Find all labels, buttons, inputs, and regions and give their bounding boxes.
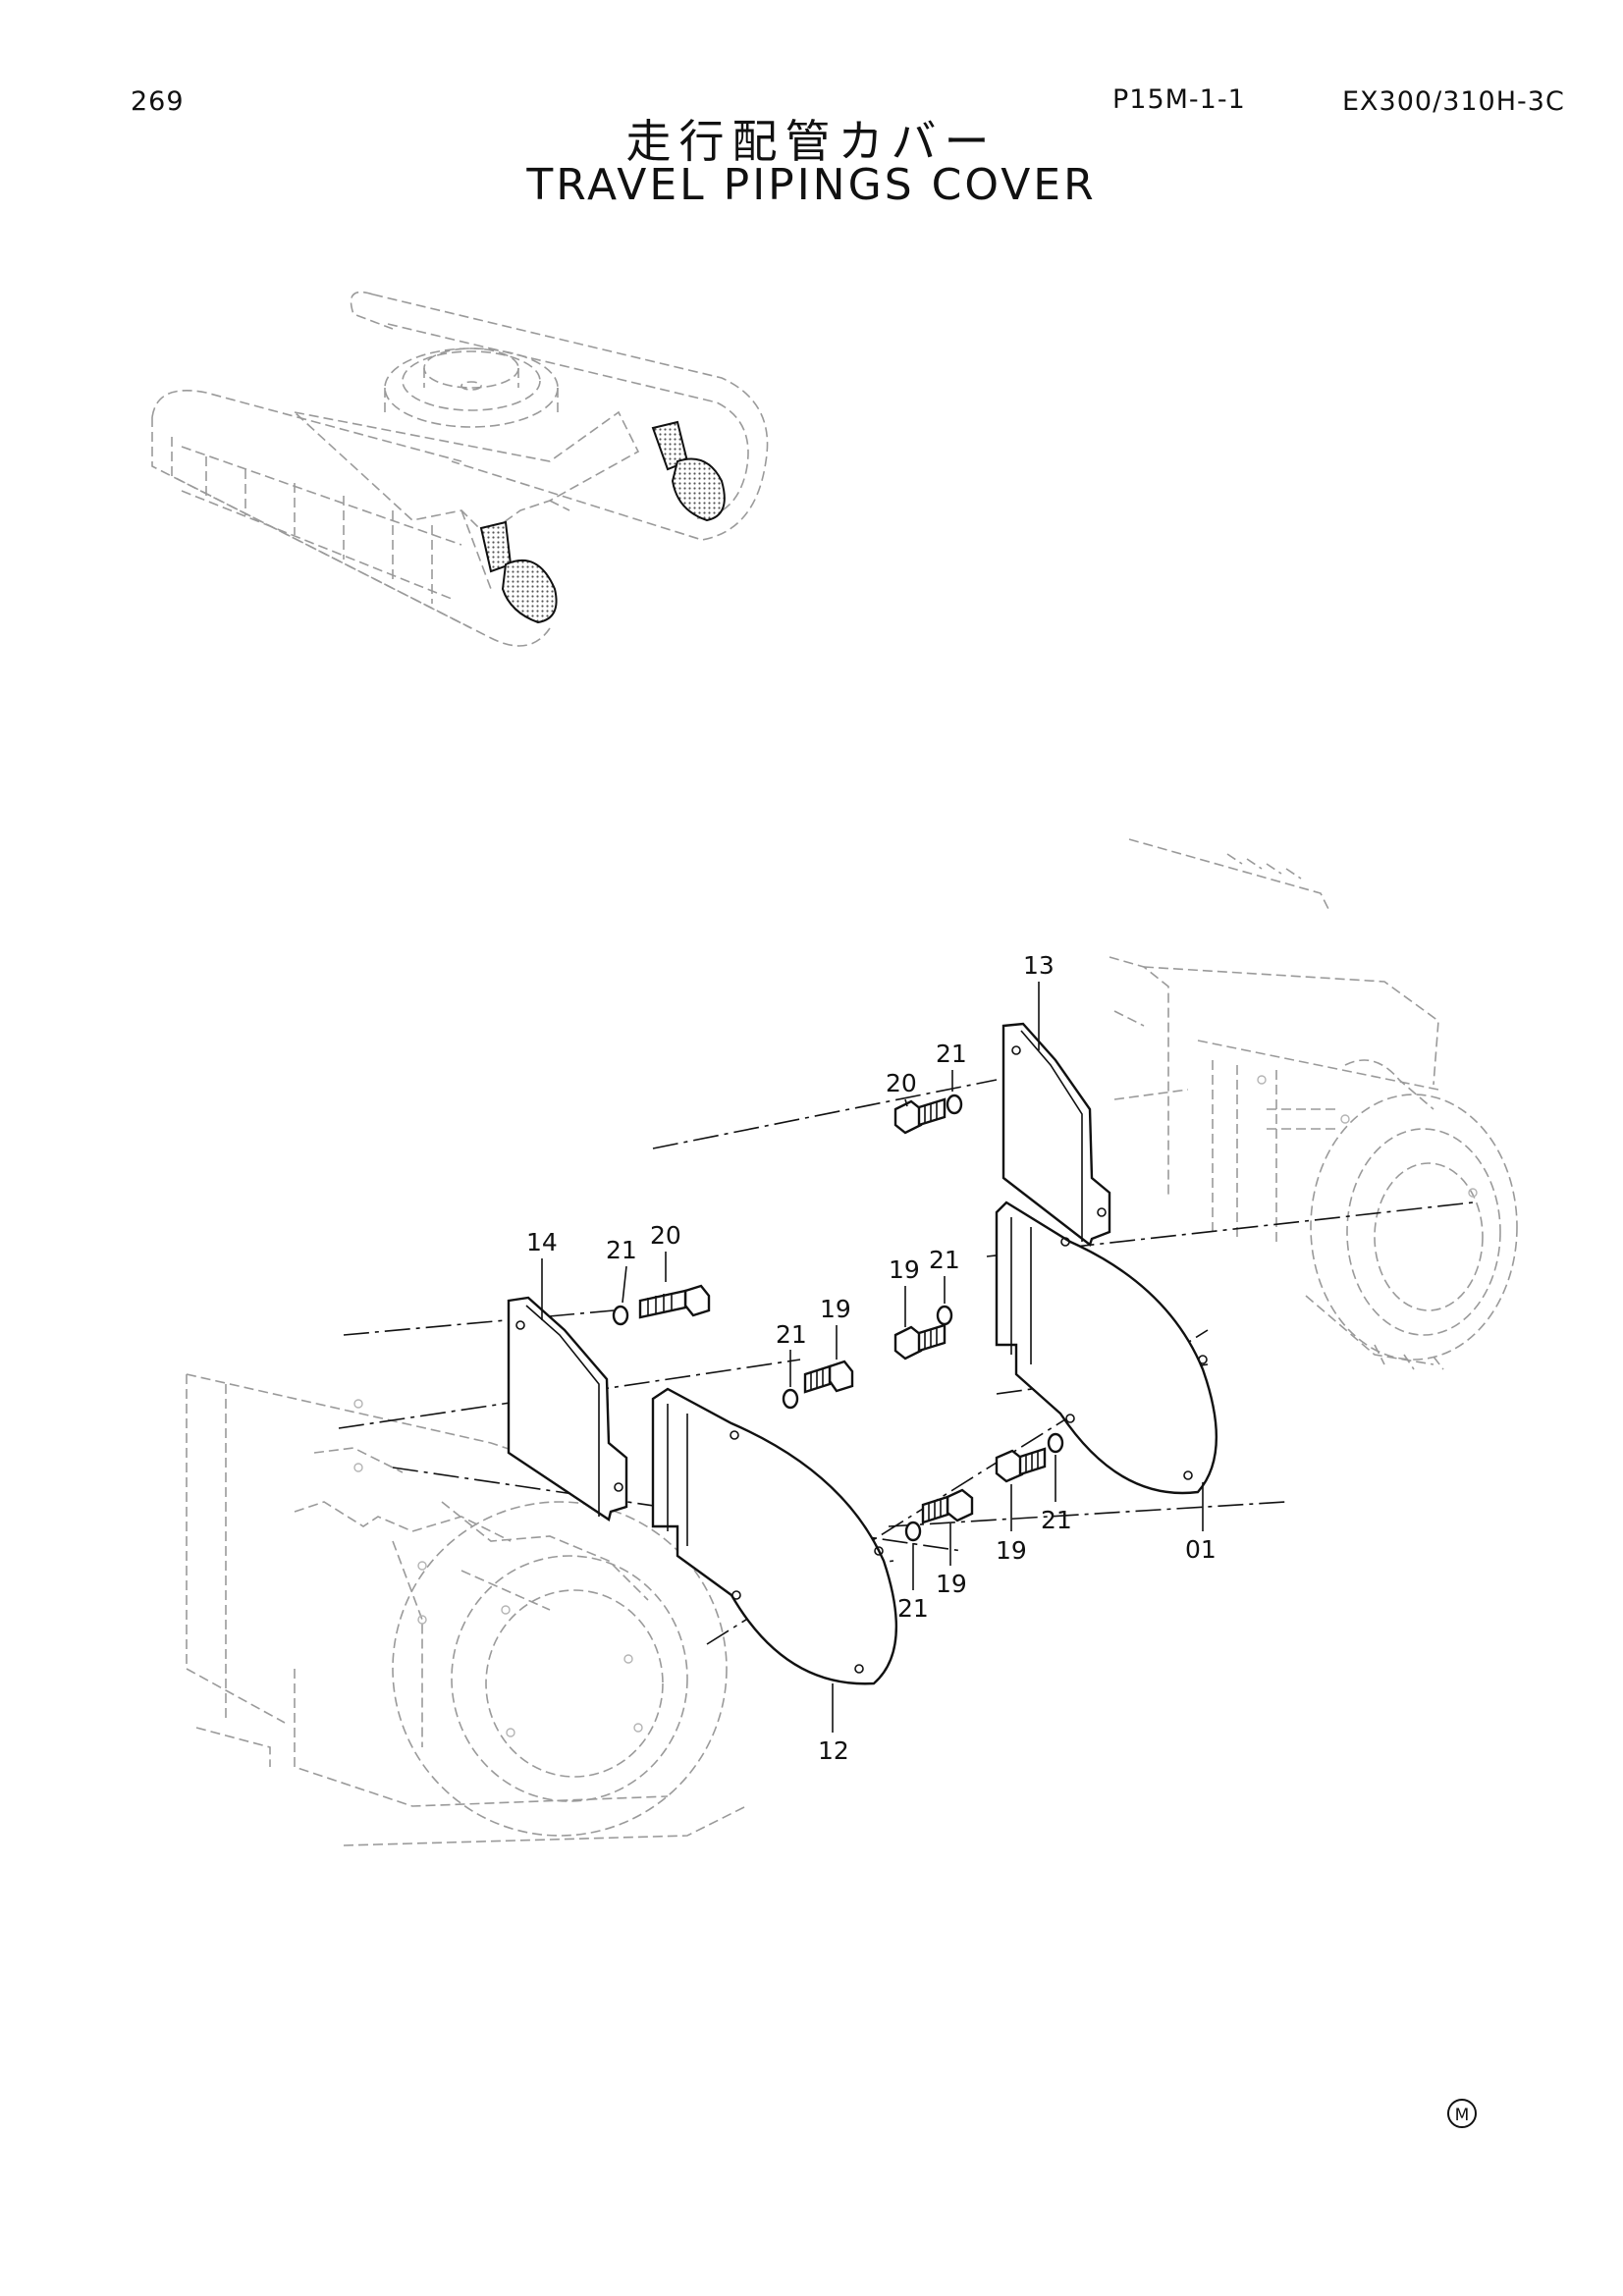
callout-19: 19 xyxy=(820,1295,851,1323)
callout-21: 21 xyxy=(776,1320,807,1349)
part-14-bracket xyxy=(507,1296,628,1522)
undercarriage-overview xyxy=(151,291,769,647)
washer-21-left xyxy=(612,1305,629,1326)
callout-21: 21 xyxy=(929,1246,960,1274)
registered-mark: M xyxy=(1447,2099,1477,2128)
model-code: EX300/310H-3C xyxy=(1342,86,1565,117)
callout-21: 21 xyxy=(936,1040,967,1068)
bolt-19-mid-right xyxy=(893,1323,947,1361)
page-number: 269 xyxy=(131,86,185,117)
washer-21-lower-left xyxy=(904,1521,922,1542)
callout-19: 19 xyxy=(996,1536,1027,1565)
washer-21-center xyxy=(782,1388,799,1410)
leader-lines xyxy=(541,982,1204,1733)
part-13-bracket xyxy=(1001,1022,1111,1247)
callout-21: 21 xyxy=(897,1594,929,1623)
title-english: TRAVEL PIPINGS COVER xyxy=(526,160,1097,210)
part-12-cover xyxy=(651,1387,898,1685)
callout-20: 20 xyxy=(650,1221,681,1250)
part-callouts: 13 21 20 14 21 20 21 19 21 19 19 21 01 1… xyxy=(526,951,1217,1765)
callout-14: 14 xyxy=(526,1228,558,1256)
callout-21: 21 xyxy=(606,1236,637,1264)
ghost-frame-front xyxy=(186,1373,747,1846)
callout-21: 21 xyxy=(1041,1506,1072,1534)
callout-19: 19 xyxy=(889,1255,920,1284)
ghost-frame-rear xyxy=(1109,838,1518,1370)
bolt-19-center xyxy=(803,1360,854,1394)
washer-21-mid-right xyxy=(936,1305,953,1326)
bolt-20-left xyxy=(638,1284,711,1319)
callout-01: 01 xyxy=(1185,1535,1217,1564)
washer-21-upper xyxy=(946,1094,963,1115)
bolt-19-lower-right xyxy=(995,1447,1047,1483)
page-code: P15M-1-1 xyxy=(1112,84,1246,115)
callout-13: 13 xyxy=(1023,951,1055,980)
washer-21-lower-right xyxy=(1047,1432,1064,1454)
callout-12: 12 xyxy=(818,1736,849,1765)
title-japanese: 走行配管カバー xyxy=(625,115,998,168)
part-01-cover xyxy=(995,1201,1217,1495)
callout-19: 19 xyxy=(936,1570,967,1598)
callout-20: 20 xyxy=(886,1069,917,1097)
bolt-19-lower-left xyxy=(921,1488,974,1524)
bolt-20-upper xyxy=(893,1097,947,1135)
